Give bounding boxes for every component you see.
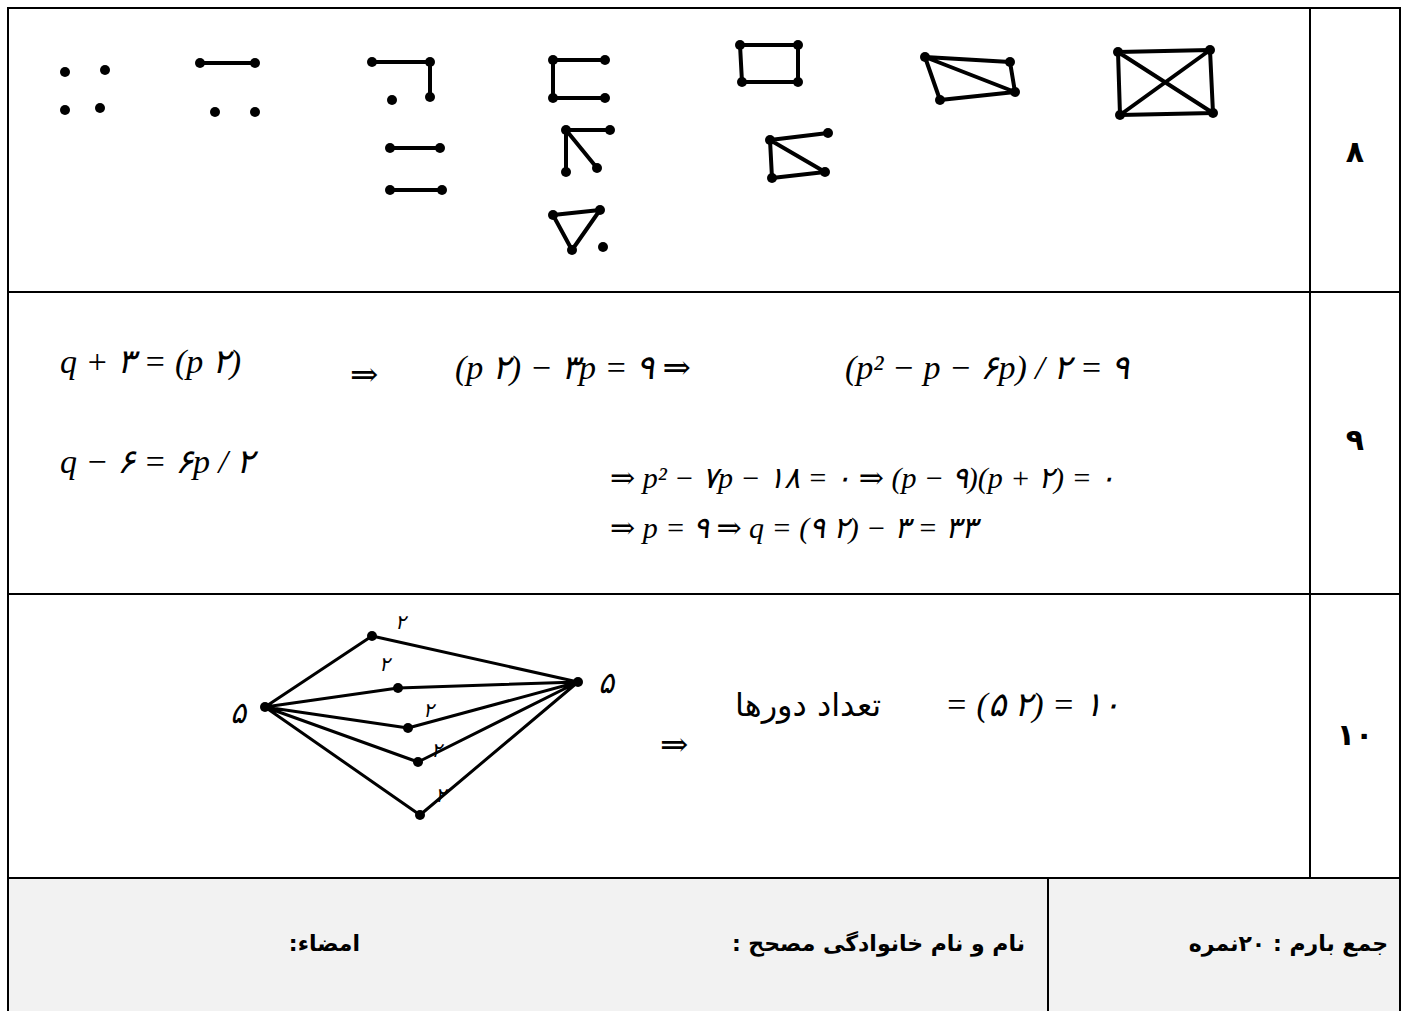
math-line: ⇒ [660, 725, 689, 766]
vertex-degree: ۵ [598, 665, 614, 701]
math-line: q − ۶ = ۶p / ۲ [60, 442, 254, 483]
math-line: = (۵ ۲) = ۱۰ [945, 685, 1120, 726]
graph-vertex [425, 92, 435, 102]
vertex-degree: ۲ [431, 738, 442, 762]
graph-vertex [935, 95, 945, 105]
graph-vertex [367, 57, 377, 67]
graph-edge [265, 636, 578, 815]
graph-edge [925, 57, 1015, 100]
graph-vertex [367, 631, 377, 641]
vertex-degree: ۲ [423, 698, 434, 722]
graph-vertex [548, 93, 558, 103]
graph-vertex [595, 205, 605, 215]
graph-sketches [200, 45, 1213, 815]
row-rule [8, 593, 1400, 595]
total-score: جمع بارم : ۲۰نمره [1189, 931, 1388, 957]
math-line: (p² − p − ۶p) / ۲ = ۹ [845, 348, 1129, 389]
graph-vertex [195, 58, 205, 68]
row-number: ۸ [1346, 134, 1364, 170]
graph-edge [372, 62, 430, 97]
graph-vertex [415, 810, 425, 820]
footer-band [8, 878, 1400, 1011]
graph-vertex [1115, 110, 1125, 120]
graph-vertex [100, 65, 110, 75]
graph-vertex [60, 105, 70, 115]
graph-vertex [393, 683, 403, 693]
row-number: ۱۰ [1337, 717, 1374, 753]
cycle-count-text: تعداد دورها [735, 686, 881, 724]
graph-vertex [250, 107, 260, 117]
graph-vertex [1205, 45, 1215, 55]
graph-vertex [820, 167, 830, 177]
graph-vertex [573, 677, 583, 687]
row-rule [8, 877, 1400, 879]
graph-edge [553, 210, 600, 250]
graph-edge [740, 45, 798, 82]
graph-edge [1118, 50, 1213, 115]
vertex-degree: ۲ [379, 652, 390, 676]
graph-vertex [920, 52, 930, 62]
graph-edge [390, 148, 442, 190]
graph-vertex [403, 723, 413, 733]
graph-vertices [60, 40, 1218, 820]
graph-vertex [385, 143, 395, 153]
graph-edge [200, 61, 255, 65]
graph-edge [553, 60, 605, 98]
vertex-degree: ۲ [395, 610, 406, 634]
graph-vertex [765, 135, 775, 145]
graph-vertex [567, 245, 577, 255]
graph-vertex [260, 702, 270, 712]
graph-vertex [210, 107, 220, 117]
math-line: (p ۲) − ۳p = ۹ ⇒ [455, 348, 691, 389]
graph-vertex [767, 173, 777, 183]
footer-rule [1047, 878, 1049, 1011]
row-rule [8, 291, 1400, 293]
graph-vertex [592, 163, 602, 173]
graph-edge [566, 130, 610, 172]
grader-name: نام و نام خانوادگی مصحح : [732, 931, 1025, 957]
graph-vertex [1005, 57, 1015, 67]
graph-vertex [250, 58, 260, 68]
graph-vertex [1113, 47, 1123, 57]
math-line: q + ۳ = (p ۲) [60, 342, 241, 383]
math-line: ⇒ [350, 355, 379, 396]
table-border [8, 8, 1400, 1011]
graph-edge [770, 133, 828, 178]
graph-vertex [823, 128, 833, 138]
column-rule [1309, 8, 1311, 878]
graph-vertex [600, 93, 610, 103]
graph-vertex [387, 95, 397, 105]
graph-vertex [1208, 108, 1218, 118]
graph-vertex [1010, 87, 1020, 97]
vertex-degree: ۵ [230, 695, 246, 731]
signature-field: امضاء: [289, 931, 360, 957]
graph-vertex [385, 185, 395, 195]
math-line: ⇒ p = ۹ ⇒ q = (۹ ۲) − ۳ = ۳۳ [610, 510, 977, 546]
graph-vertex [600, 55, 610, 65]
graph-vertex [548, 55, 558, 65]
table-grid [8, 8, 1400, 1011]
vertex-degree: ۲ [435, 783, 446, 807]
graph-vertex [605, 125, 615, 135]
graph-vertex [435, 143, 445, 153]
math-line: ⇒ p² − ۷p − ۱۸ = ۰ ⇒ (p − ۹)(p + ۲) = ۰ [610, 460, 1115, 496]
graph-vertex [425, 57, 435, 67]
graph-vertex [437, 185, 447, 195]
graph-vertex [793, 77, 803, 87]
graph-vertex [95, 103, 105, 113]
graph-vertex [737, 77, 747, 87]
row-number: ۹ [1346, 422, 1364, 458]
graph-vertex [598, 242, 608, 252]
graph-vertex [60, 67, 70, 77]
graph-vertex [548, 210, 558, 220]
graph-vertex [561, 167, 571, 177]
graph-vertex [793, 40, 803, 50]
graph-vertex [561, 125, 571, 135]
graph-vertex [735, 40, 745, 50]
graph-vertex [413, 757, 423, 767]
